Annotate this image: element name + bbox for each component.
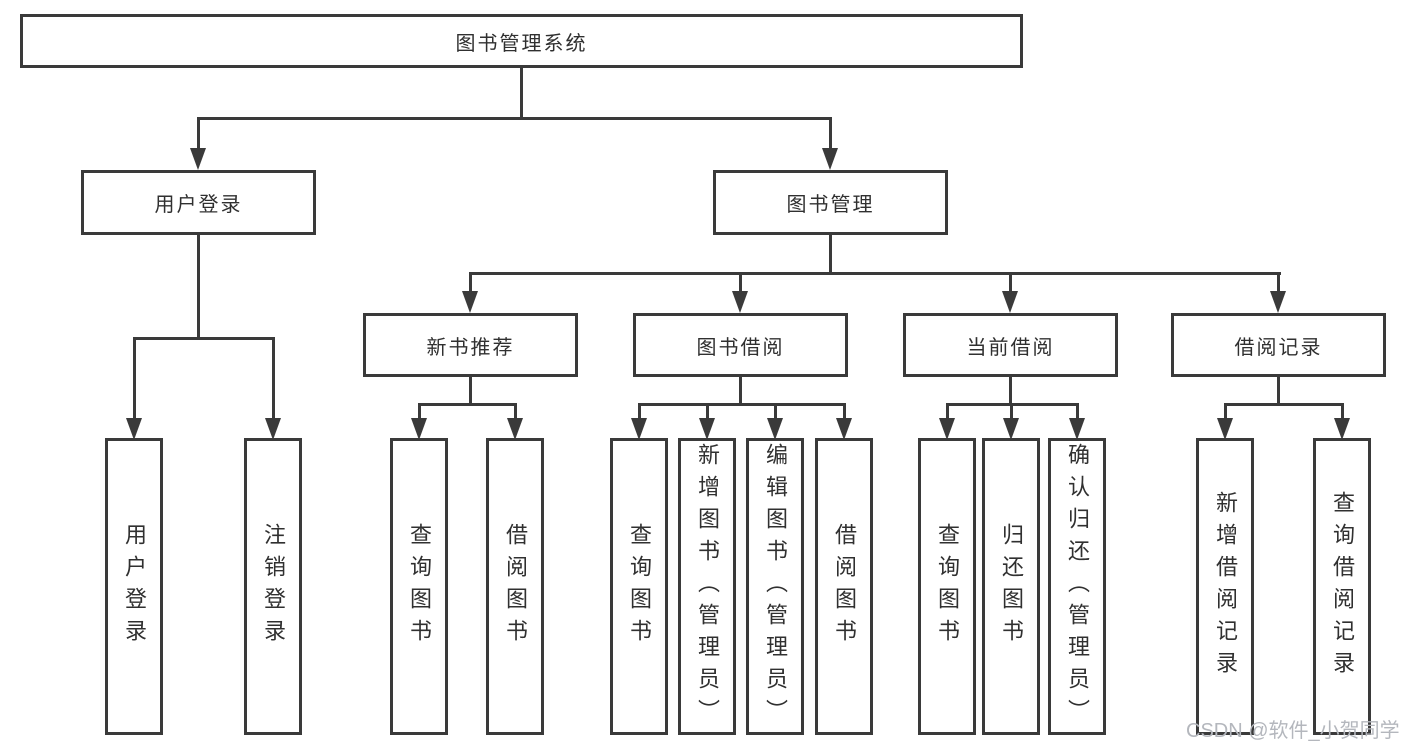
connector-hline <box>133 337 275 340</box>
arrowhead <box>1217 418 1233 440</box>
connector-vline <box>1076 403 1079 418</box>
leaf-edit-book-admin-label: 编辑图书（管理员） <box>763 442 788 731</box>
arrowhead <box>836 418 852 440</box>
connector-vline <box>829 235 832 272</box>
leaf-borrow-books-2-label: 借阅图书 <box>832 522 857 651</box>
arrowhead <box>1003 418 1019 440</box>
connector-vline <box>469 377 472 406</box>
arrowhead <box>732 291 748 313</box>
node-book-borrow: 图书借阅 <box>633 313 848 377</box>
arrowhead <box>190 148 206 170</box>
arrowhead <box>507 418 523 440</box>
leaf-query-books-3-label: 查询图书 <box>935 522 960 651</box>
arrowhead <box>126 418 142 440</box>
arrowhead <box>1069 418 1085 440</box>
connector-vline <box>774 403 777 418</box>
leaf-add-borrow-record: 新增借阅记录 <box>1196 438 1254 735</box>
connector-vline <box>638 403 641 418</box>
leaf-logout-label: 注销登录 <box>261 522 286 651</box>
connector-hline <box>418 403 517 406</box>
connector-vline <box>1010 403 1013 418</box>
leaf-confirm-return-admin-label: 确认归还（管理员） <box>1065 442 1090 731</box>
leaf-user-login-label: 用户登录 <box>122 522 147 651</box>
connector-vline <box>197 235 200 337</box>
leaf-edit-book-admin: 编辑图书（管理员） <box>746 438 804 735</box>
leaf-query-books-2-label: 查询图书 <box>627 522 652 651</box>
leaf-query-borrow-record: 查询借阅记录 <box>1313 438 1371 735</box>
connector-vline <box>706 403 709 418</box>
arrowhead <box>631 418 647 440</box>
connector-vline <box>1224 403 1227 418</box>
leaf-return-book: 归还图书 <box>982 438 1040 735</box>
connector-vline <box>418 403 421 418</box>
arrowhead <box>1270 291 1286 313</box>
leaf-borrow-books-1-label: 借阅图书 <box>503 522 528 651</box>
arrowhead <box>411 418 427 440</box>
connector-vline <box>1009 272 1012 291</box>
connector-vline <box>514 403 517 418</box>
leaf-query-books-3: 查询图书 <box>918 438 976 735</box>
arrowhead <box>265 418 281 440</box>
arrowhead <box>1334 418 1350 440</box>
connector-vline <box>520 68 523 117</box>
node-user-login: 用户登录 <box>81 170 316 235</box>
arrowhead <box>822 148 838 170</box>
connector-vline <box>1341 403 1344 418</box>
arrowhead <box>462 291 478 313</box>
leaf-borrow-books-2: 借阅图书 <box>815 438 873 735</box>
leaf-user-login: 用户登录 <box>105 438 163 735</box>
connector-vline <box>946 403 949 418</box>
watermark: CSDN @软件_小贺同学 <box>1186 720 1400 742</box>
leaf-add-book-admin: 新增图书（管理员） <box>678 438 736 735</box>
leaf-add-book-admin-label: 新增图书（管理员） <box>695 442 720 731</box>
connector-vline <box>1009 377 1012 406</box>
connector-vline <box>829 117 832 148</box>
arrowhead <box>939 418 955 440</box>
leaf-query-borrow-record-label: 查询借阅记录 <box>1330 490 1355 683</box>
arrowhead <box>1002 291 1018 313</box>
connector-hline <box>197 117 831 120</box>
node-new-book-recommend: 新书推荐 <box>363 313 578 377</box>
connector-vline <box>739 377 742 406</box>
connector-hline <box>469 272 1281 275</box>
connector-vline <box>197 117 200 148</box>
connector-vline <box>739 272 742 291</box>
leaf-confirm-return-admin: 确认归还（管理员） <box>1048 438 1106 735</box>
arrowhead <box>767 418 783 440</box>
node-root: 图书管理系统 <box>20 14 1023 68</box>
connector-vline <box>1277 272 1280 291</box>
leaf-query-books-1-label: 查询图书 <box>407 522 432 651</box>
connector-vline <box>272 337 275 418</box>
connector-vline <box>843 403 846 418</box>
connector-hline <box>1224 403 1344 406</box>
leaf-borrow-books-1: 借阅图书 <box>486 438 544 735</box>
leaf-query-books-1: 查询图书 <box>390 438 448 735</box>
leaf-add-borrow-record-label: 新增借阅记录 <box>1213 490 1238 683</box>
node-borrow-records: 借阅记录 <box>1171 313 1386 377</box>
connector-vline <box>133 337 136 418</box>
connector-hline <box>638 403 846 406</box>
node-current-borrow: 当前借阅 <box>903 313 1118 377</box>
arrowhead <box>699 418 715 440</box>
connector-vline <box>1277 377 1280 406</box>
connector-vline <box>469 272 472 291</box>
leaf-return-book-label: 归还图书 <box>999 522 1024 651</box>
leaf-query-books-2: 查询图书 <box>610 438 668 735</box>
node-book-management: 图书管理 <box>713 170 948 235</box>
leaf-logout: 注销登录 <box>244 438 302 735</box>
